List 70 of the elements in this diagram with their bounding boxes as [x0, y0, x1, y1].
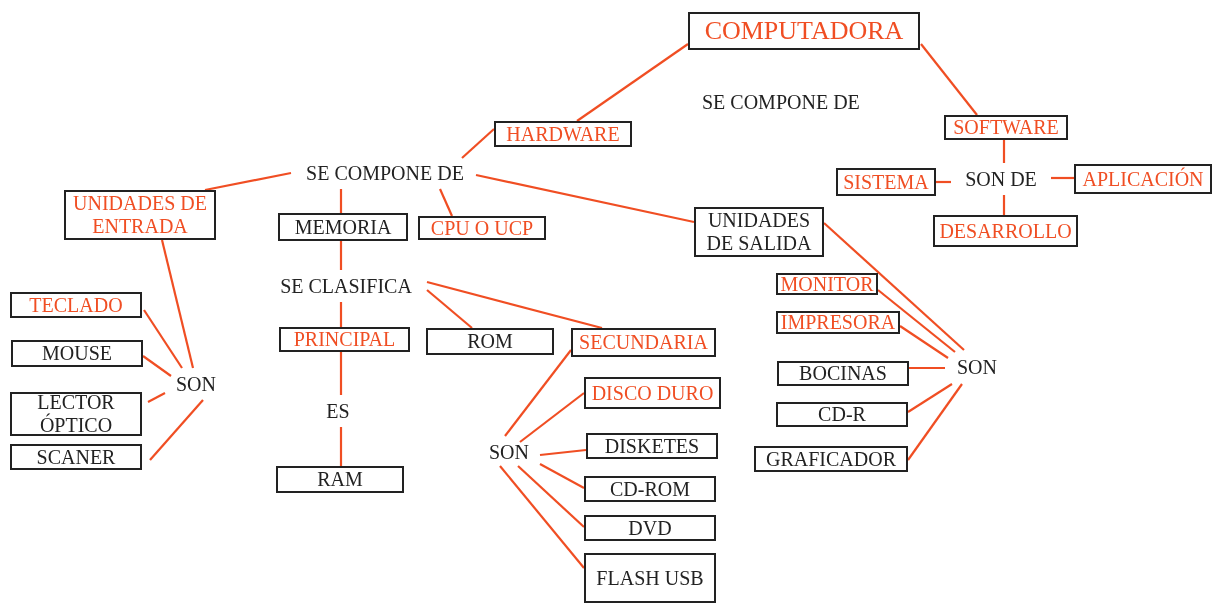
- connector-line: [907, 383, 953, 413]
- concept-box: DISKETES: [586, 433, 718, 459]
- connector-line: [907, 383, 963, 461]
- connector-line: [439, 188, 453, 217]
- linking-phrase: SE COMPONE DE: [294, 160, 476, 186]
- concept-box: RAM: [276, 466, 404, 493]
- connector-line: [475, 173, 695, 224]
- connector-line: [1051, 176, 1074, 180]
- concept-box: SISTEMA: [836, 168, 936, 196]
- connector-line: [539, 448, 587, 457]
- connector-line: [936, 180, 951, 184]
- concept-box: HARDWARE: [494, 121, 632, 147]
- concept-box: FLASH USB: [584, 553, 716, 603]
- connector-line: [877, 289, 956, 353]
- concept-box: IMPRESORA: [776, 311, 900, 334]
- connector-line: [426, 289, 473, 329]
- concept-box: MOUSE: [11, 340, 143, 367]
- concept-box: ROM: [426, 328, 554, 355]
- concept-box: DVD: [584, 515, 716, 541]
- connector-line: [339, 302, 343, 327]
- concept-box: UNIDADES DE ENTRADA: [64, 190, 216, 240]
- connector-line: [1002, 195, 1006, 215]
- connector-line: [499, 465, 585, 569]
- connector-line: [160, 239, 195, 369]
- connector-line: [519, 392, 585, 443]
- linking-phrase: SE CLASIFICA: [268, 273, 424, 299]
- linking-phrase: SON: [948, 354, 1006, 380]
- connector-line: [920, 43, 978, 116]
- connector-line: [426, 280, 603, 330]
- connector-line: [339, 241, 343, 270]
- linking-phrase: ES: [318, 398, 358, 424]
- concept-box: COMPUTADORA: [688, 12, 920, 50]
- linking-phrase: SON: [481, 439, 537, 465]
- connector-line: [142, 355, 172, 377]
- connector-line: [909, 366, 945, 370]
- concept-box: SCANER: [10, 444, 142, 470]
- concept-box: DISCO DURO: [584, 377, 721, 409]
- concept-box: MONITOR: [776, 273, 878, 295]
- connector-line: [147, 392, 166, 403]
- connector-line: [1002, 140, 1006, 163]
- connector-line: [143, 309, 183, 369]
- linking-phrase: SON: [168, 371, 224, 397]
- connector-line: [461, 128, 495, 159]
- concept-box: BOCINAS: [777, 361, 909, 386]
- concept-box: LECTOR ÓPTICO: [10, 392, 142, 436]
- concept-box: UNIDADES DE SALIDA: [694, 207, 824, 257]
- connector-line: [339, 189, 343, 213]
- connector-line: [339, 427, 343, 466]
- concept-box: CD-R: [776, 402, 908, 427]
- concept-box: CD-ROM: [584, 476, 716, 502]
- connector-line: [899, 325, 949, 359]
- connector-line: [823, 222, 965, 351]
- concept-box: PRINCIPAL: [279, 327, 410, 352]
- relation-label: SE COMPONE DE: [702, 91, 860, 114]
- connector-line: [204, 171, 292, 192]
- concept-box: CPU O UCP: [418, 216, 546, 240]
- concept-box: APLICACIÓN: [1074, 164, 1212, 194]
- connector-line: [517, 465, 585, 528]
- concept-box: TECLADO: [10, 292, 142, 318]
- concept-box: MEMORIA: [278, 213, 408, 241]
- connector-line: [504, 349, 572, 437]
- connector-line: [149, 399, 204, 461]
- connector-line: [339, 352, 343, 395]
- concept-box: DESARROLLO: [933, 215, 1078, 247]
- concept-box: SOFTWARE: [944, 115, 1068, 140]
- concept-box: GRAFICADOR: [754, 446, 908, 472]
- concept-box: SECUNDARIA: [571, 328, 716, 357]
- connector-line: [576, 43, 689, 122]
- connector-line: [539, 463, 585, 489]
- linking-phrase: SON DE: [954, 166, 1048, 192]
